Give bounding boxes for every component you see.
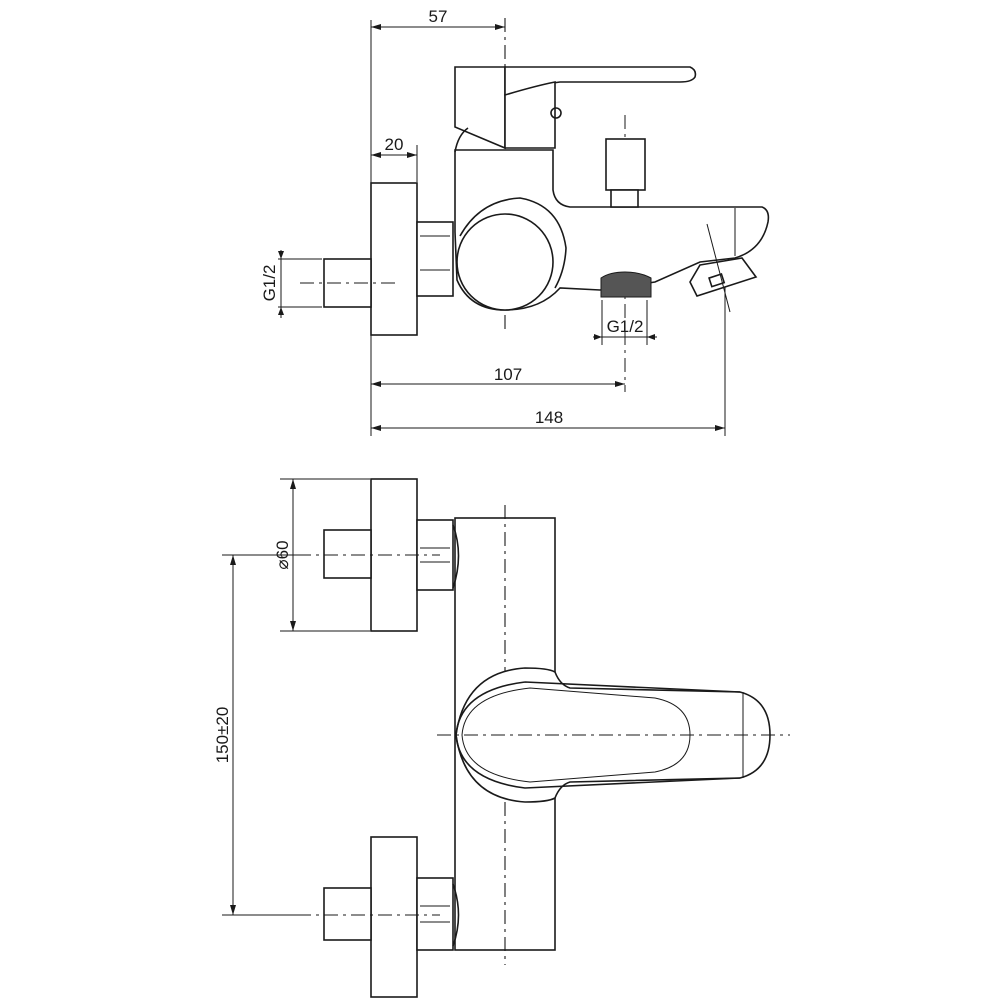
dim-label-inlet-thread: G1/2 [260,265,279,302]
bottom-union-nut [416,877,454,951]
top-inlet-pipe [323,529,372,579]
bottom-wall-flange [370,836,418,998]
dim-label-20: 20 [385,135,404,154]
valve-housing-arc [459,197,567,289]
dim-label-outlet-thread: G1/2 [607,317,644,336]
bottom-inlet-pipe [323,887,372,941]
union-nut [416,221,454,297]
wall-flange [370,182,418,336]
valve-cap [456,213,554,311]
lever-screw [550,107,562,119]
dim-label-107: 107 [494,365,522,384]
diverter-stem [610,189,639,208]
dim-label-inlet-spacing: 150±20 [213,707,232,764]
front-view: ⌀60 150±20 [213,478,790,998]
diverter-knob [605,138,646,191]
aerator-axis [706,223,731,313]
dim-label-57: 57 [429,7,448,26]
lever-neck [504,81,556,149]
lever-base [454,66,506,150]
side-view: 57 20 G1/2 G1/2 107 148 [260,7,770,436]
lever-inset [461,687,691,783]
outlet-thread [600,271,652,298]
dim-label-148: 148 [535,408,563,427]
